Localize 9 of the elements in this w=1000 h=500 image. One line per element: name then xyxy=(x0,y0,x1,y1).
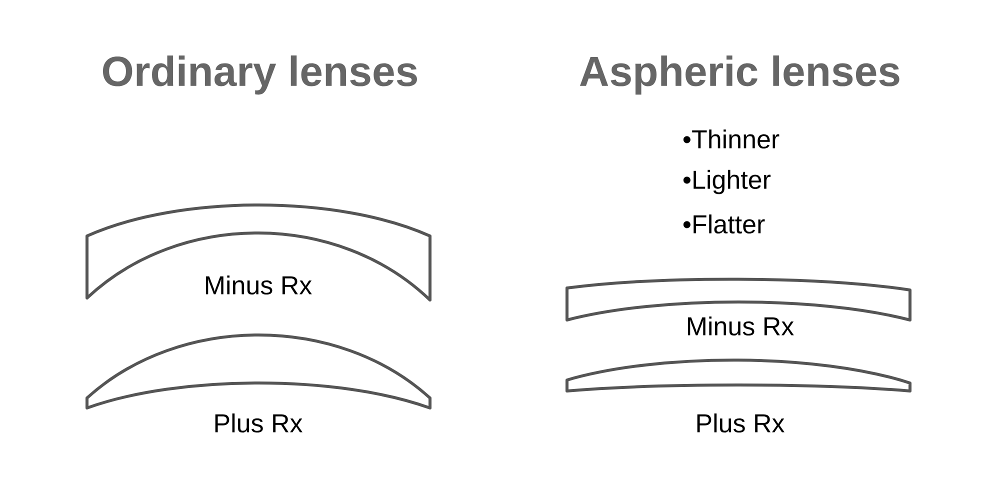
lens-label: Plus Rx xyxy=(697,413,784,433)
bullet-item: •Flatter xyxy=(683,214,765,234)
lens-label: Plus Rx xyxy=(215,413,302,433)
bullet-item: •Thinner xyxy=(683,129,780,149)
bullet-item: •Lighter xyxy=(683,170,771,194)
heading: Aspheric lenses xyxy=(580,55,900,95)
heading: Ordinary lenses xyxy=(103,55,417,95)
lens-label: Minus Rx xyxy=(206,275,312,295)
lens-label: Minus Rx xyxy=(688,316,794,336)
